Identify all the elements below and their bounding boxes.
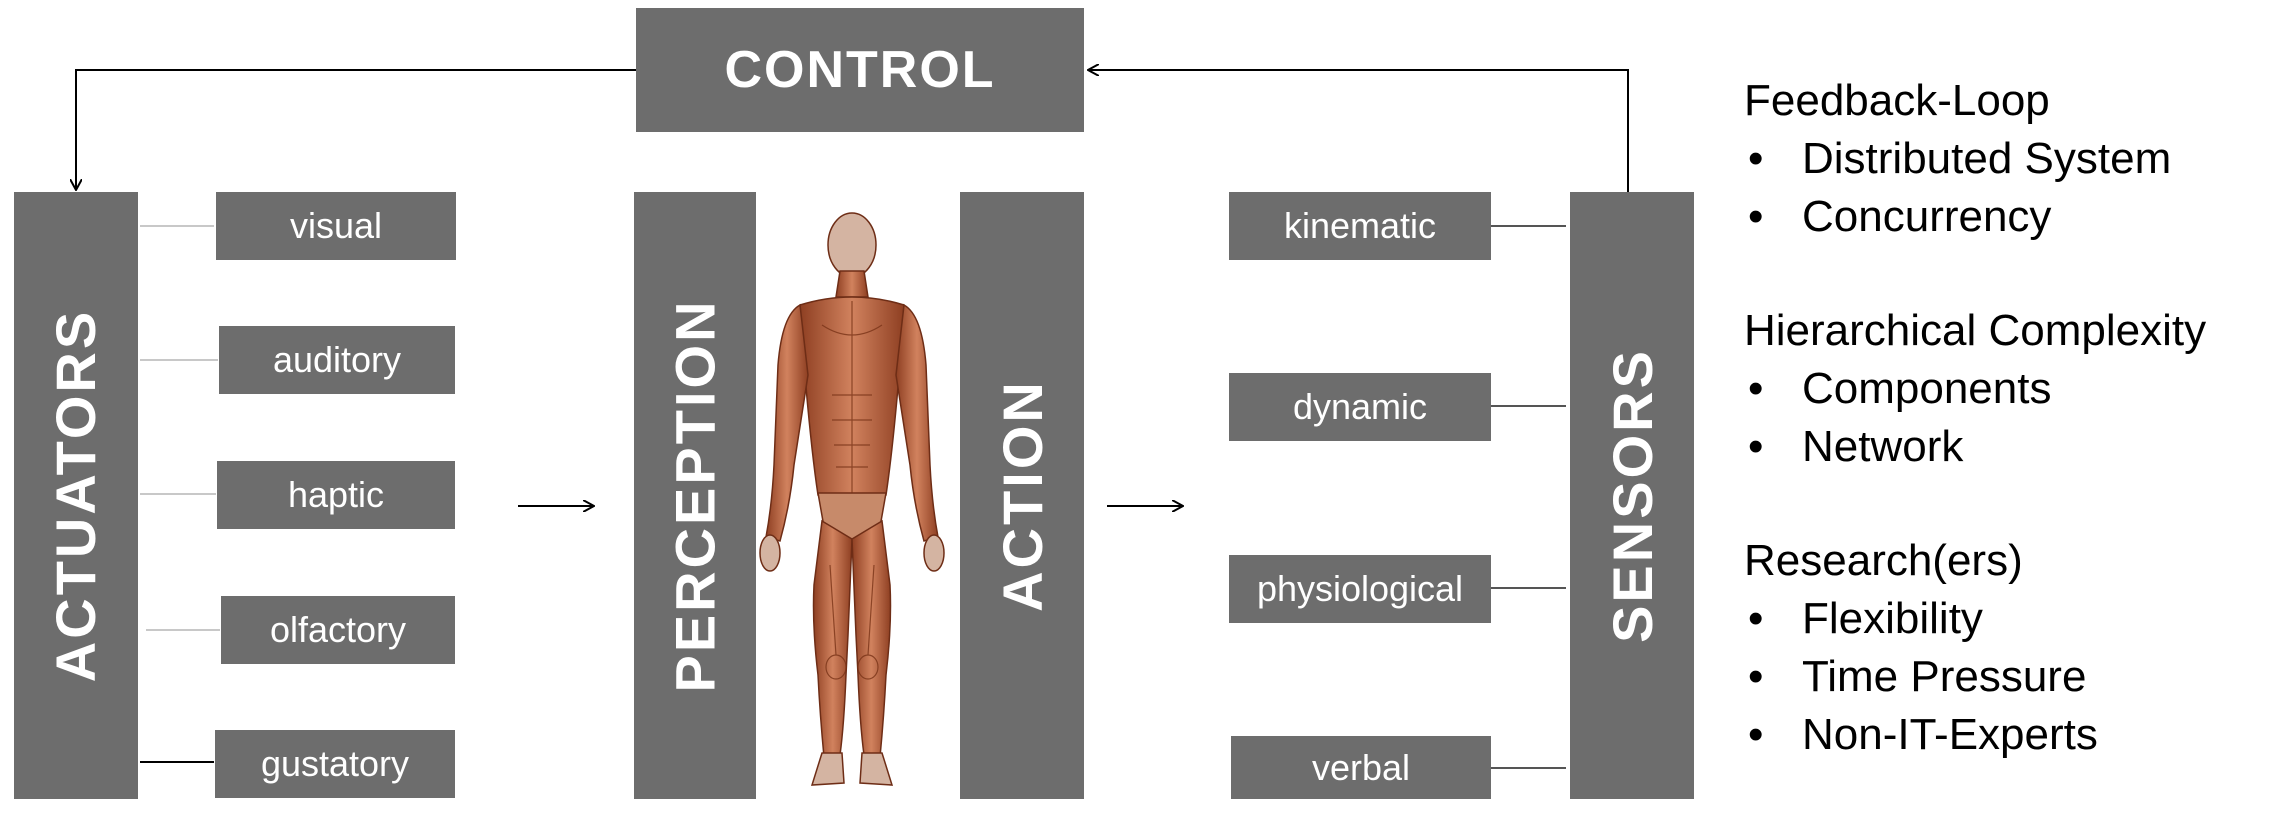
note-item: Distributed System [1744, 130, 2264, 188]
sensor-kinematic: kinematic [1229, 192, 1491, 260]
control-box: CONTROL [636, 8, 1084, 132]
sensor-physiological: physiological [1229, 555, 1491, 623]
note-researchers: Research(ers) Flexibility Time Pressure … [1744, 532, 2264, 764]
human-muscle-figure-icon [752, 205, 952, 790]
note-item: Flexibility [1744, 590, 2264, 648]
action-label: ACTION [990, 379, 1055, 612]
actuator-haptic: haptic [217, 461, 455, 529]
note-item: Components [1744, 360, 2264, 418]
control-to-actuators-arrow [76, 70, 636, 190]
actuator-auditory: auditory [219, 326, 455, 394]
note-title: Research(ers) [1744, 532, 2264, 590]
notes-panel: Feedback-Loop Distributed System Concurr… [1744, 72, 2264, 820]
sensor-dynamic: dynamic [1229, 373, 1491, 441]
note-item: Non-IT-Experts [1744, 706, 2264, 764]
actuators-box: ACTUATORS [14, 192, 138, 799]
perception-label: PERCEPTION [663, 298, 728, 692]
note-title: Feedback-Loop [1744, 72, 2264, 130]
note-title: Hierarchical Complexity [1744, 302, 2264, 360]
sensor-verbal: verbal [1231, 736, 1491, 799]
actuators-label: ACTUATORS [44, 309, 109, 682]
actuator-gustatory: gustatory [215, 730, 455, 798]
note-item: Network [1744, 418, 2264, 476]
note-item: Concurrency [1744, 188, 2264, 246]
sensors-label: SENSORS [1600, 348, 1665, 643]
actuator-visual: visual [216, 192, 456, 260]
note-feedback-loop: Feedback-Loop Distributed System Concurr… [1744, 72, 2264, 246]
action-box: ACTION [960, 192, 1084, 799]
perception-box: PERCEPTION [634, 192, 756, 799]
sensors-to-control-arrow [1088, 70, 1628, 192]
note-hierarchical-complexity: Hierarchical Complexity Components Netwo… [1744, 302, 2264, 476]
sensors-box: SENSORS [1570, 192, 1694, 799]
note-item: Time Pressure [1744, 648, 2264, 706]
actuator-olfactory: olfactory [221, 596, 455, 664]
